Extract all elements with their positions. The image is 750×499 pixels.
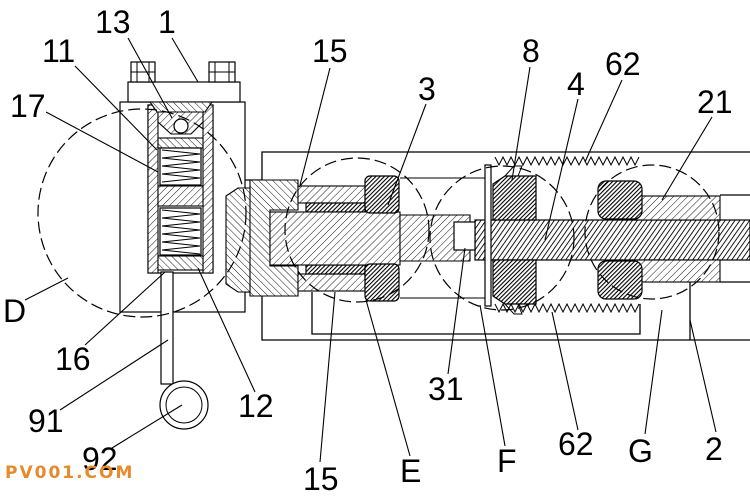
label-13: 13 xyxy=(95,4,131,40)
handle-rod xyxy=(160,271,174,385)
right-nut-bottom xyxy=(597,260,643,300)
label-8: 8 xyxy=(522,33,540,69)
label-91: 91 xyxy=(28,403,64,439)
label-15-top: 15 xyxy=(312,33,348,69)
label-31: 31 xyxy=(428,371,464,407)
handle-ring-inner xyxy=(165,386,203,424)
label-f: F xyxy=(497,443,517,479)
piston-rod xyxy=(269,211,401,266)
lock-nut-bottom xyxy=(364,263,400,302)
detail-circle-e xyxy=(284,157,430,303)
end-plate xyxy=(484,164,492,307)
label-3: 3 xyxy=(418,71,436,107)
spring-top xyxy=(494,155,640,167)
nut-top xyxy=(492,175,537,221)
seal-top xyxy=(305,202,366,213)
label-21: 21 xyxy=(697,84,733,120)
label-4: 4 xyxy=(567,66,585,102)
label-1: 1 xyxy=(158,4,176,40)
leader-lines xyxy=(24,37,717,463)
valve-plug-bottom xyxy=(157,255,204,271)
valve-seat-top xyxy=(148,101,214,113)
valve-plug-middle xyxy=(157,185,204,207)
bore-wall-left xyxy=(147,104,159,274)
detail-circle-d xyxy=(37,108,247,318)
lock-nut-top xyxy=(364,175,400,214)
label-62-top: 62 xyxy=(605,46,641,82)
insert-block xyxy=(453,221,476,251)
bore-wall-right xyxy=(202,104,214,274)
label-15-bottom: 15 xyxy=(303,461,339,497)
label-16: 16 xyxy=(55,341,91,377)
spring-bottom xyxy=(494,302,640,314)
spring-upper xyxy=(161,149,201,183)
valve-cap xyxy=(127,81,241,103)
valve-ball xyxy=(173,118,189,134)
label-17: 17 xyxy=(10,88,46,124)
label-12: 12 xyxy=(238,388,274,424)
housing-cavity xyxy=(400,177,486,299)
right-nut-top xyxy=(597,180,643,220)
bolt-right xyxy=(208,61,236,83)
label-11: 11 xyxy=(42,33,75,69)
label-2: 2 xyxy=(705,431,723,467)
barrel-bottom xyxy=(297,273,366,292)
watermark: PV001.COM xyxy=(5,463,134,483)
piston-rod-neck xyxy=(399,214,471,262)
spring-seat-upper xyxy=(157,137,204,149)
valve-body xyxy=(119,61,263,313)
label-62-bottom: 62 xyxy=(558,426,594,462)
detail-circle-g xyxy=(584,164,720,300)
threaded-rod xyxy=(474,219,750,261)
nut-bottom xyxy=(492,259,537,305)
barrel-top xyxy=(297,185,366,204)
label-92: 92 xyxy=(82,441,118,477)
seal-bottom xyxy=(305,264,366,275)
handle-ring-outer xyxy=(159,380,209,430)
label-d: D xyxy=(3,293,26,329)
label-e: E xyxy=(400,453,421,489)
spring-lower xyxy=(161,209,201,255)
label-g: G xyxy=(628,433,653,469)
housing-channel xyxy=(311,292,641,335)
detail-circle-f xyxy=(429,165,575,311)
